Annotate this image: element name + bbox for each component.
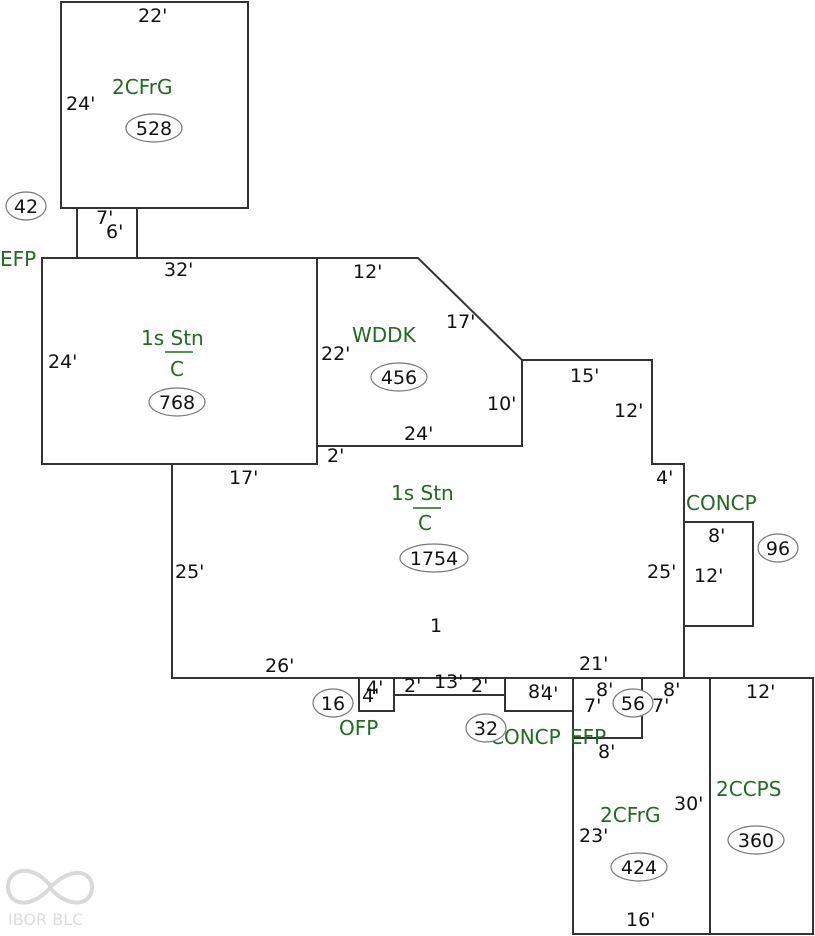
dimension-label: 22' (138, 5, 167, 27)
dimension-label: 12' (614, 400, 643, 422)
dimension-label: 8' (596, 679, 613, 701)
area-code-label: WDDK (352, 323, 417, 347)
dimension-label: 4' (362, 685, 379, 707)
dimension-label: 21' (579, 653, 608, 675)
area-code-label: EFP (0, 247, 36, 271)
area-value-oval (370, 362, 428, 392)
watermark-logo: IBOR BLC (5, 868, 95, 929)
area-code-label: 2CFrG (112, 75, 172, 99)
dimension-label: 7' (96, 207, 113, 229)
area-value-oval (5, 191, 47, 221)
dimension-label: 7' (584, 695, 601, 717)
dimension-label: 8' (598, 741, 615, 763)
dimension-label: 30' (674, 793, 703, 815)
dimension-label: 4' (366, 677, 383, 699)
area-code-label: 2CCPS (716, 777, 781, 801)
dimension-label: 7' (652, 695, 669, 717)
area-value-oval (148, 387, 206, 417)
dimension-label: 8' (708, 525, 725, 547)
dimension-label: 4' (541, 683, 558, 705)
dimension-label: 2' (327, 445, 344, 467)
watermark-text: IBOR BLC (8, 910, 83, 929)
area-value-oval (757, 533, 799, 563)
dimension-label: 13' (434, 671, 463, 693)
dimension-label: 24' (48, 351, 77, 373)
dimension-label: 10' (487, 393, 516, 415)
area-value-oval (727, 825, 785, 855)
area-value: 96 (766, 538, 790, 560)
area-code-label: C (418, 511, 432, 535)
dimension-label: 24' (66, 93, 95, 115)
area-value: 528 (136, 118, 172, 140)
area-value: 768 (159, 392, 195, 414)
area-value-oval (610, 852, 668, 882)
area-value-oval (312, 688, 354, 718)
area-code-label: OFP (339, 716, 378, 740)
carport-outline (709, 677, 814, 935)
area-value-oval (465, 713, 507, 743)
dimension-label: 25' (175, 561, 204, 583)
dimension-label: 22' (321, 343, 350, 365)
dimension-label: 15' (570, 365, 599, 387)
dimension-label: 12' (353, 261, 382, 283)
dimension-label: 25' (647, 561, 676, 583)
dimension-label: 17' (229, 467, 258, 489)
area-value: 42 (14, 196, 38, 218)
dimension-label: 16' (626, 909, 655, 931)
area-value: 456 (381, 367, 417, 389)
concp-right-outline (683, 521, 754, 627)
area-value: 16 (321, 693, 345, 715)
dimension-label: 12' (694, 565, 723, 587)
area-value-oval (399, 543, 469, 573)
dimension-label: 6' (106, 221, 123, 243)
area-code-label: EFP (570, 725, 606, 749)
dimension-label: 12' (746, 681, 775, 703)
area-code-label: 1s Stn (391, 481, 454, 505)
dimension-label: 4' (656, 467, 673, 489)
area-code-label: C (170, 357, 184, 381)
dimension-label: 26' (265, 655, 294, 677)
walls (41, 1, 814, 935)
area-value: 1754 (410, 548, 458, 570)
area-value-oval (612, 688, 654, 718)
area-code-label: 2CFrG (600, 803, 660, 827)
area-code-label: CONCP (686, 491, 757, 515)
dimension-label: 8' (663, 679, 680, 701)
garage-top-outline (60, 1, 249, 209)
area-value: 360 (738, 830, 774, 852)
dimension-label: 23' (579, 825, 608, 847)
dimension-label: 32' (164, 259, 193, 281)
dimension-label: 24' (404, 423, 433, 445)
dimension-label: 17' (446, 311, 475, 333)
area-value: 424 (621, 857, 657, 879)
area-values: 528 42 768 456 1754 96 16 32 56 424 360 (5, 113, 799, 882)
area-code-label: 1s Stn (141, 326, 204, 350)
dimension-label: 8' (528, 681, 545, 703)
area-value: 56 (621, 693, 645, 715)
dimension-label: 2' (404, 675, 421, 697)
area-value: 32 (474, 718, 498, 740)
dimension-label: 2' (471, 675, 488, 697)
dimension-labels: 22'24'7'6'32'24'12'17'22'10'24'2'15'12'1… (48, 5, 775, 931)
area-value-oval (125, 113, 183, 143)
dimension-label: 1 (430, 615, 442, 637)
